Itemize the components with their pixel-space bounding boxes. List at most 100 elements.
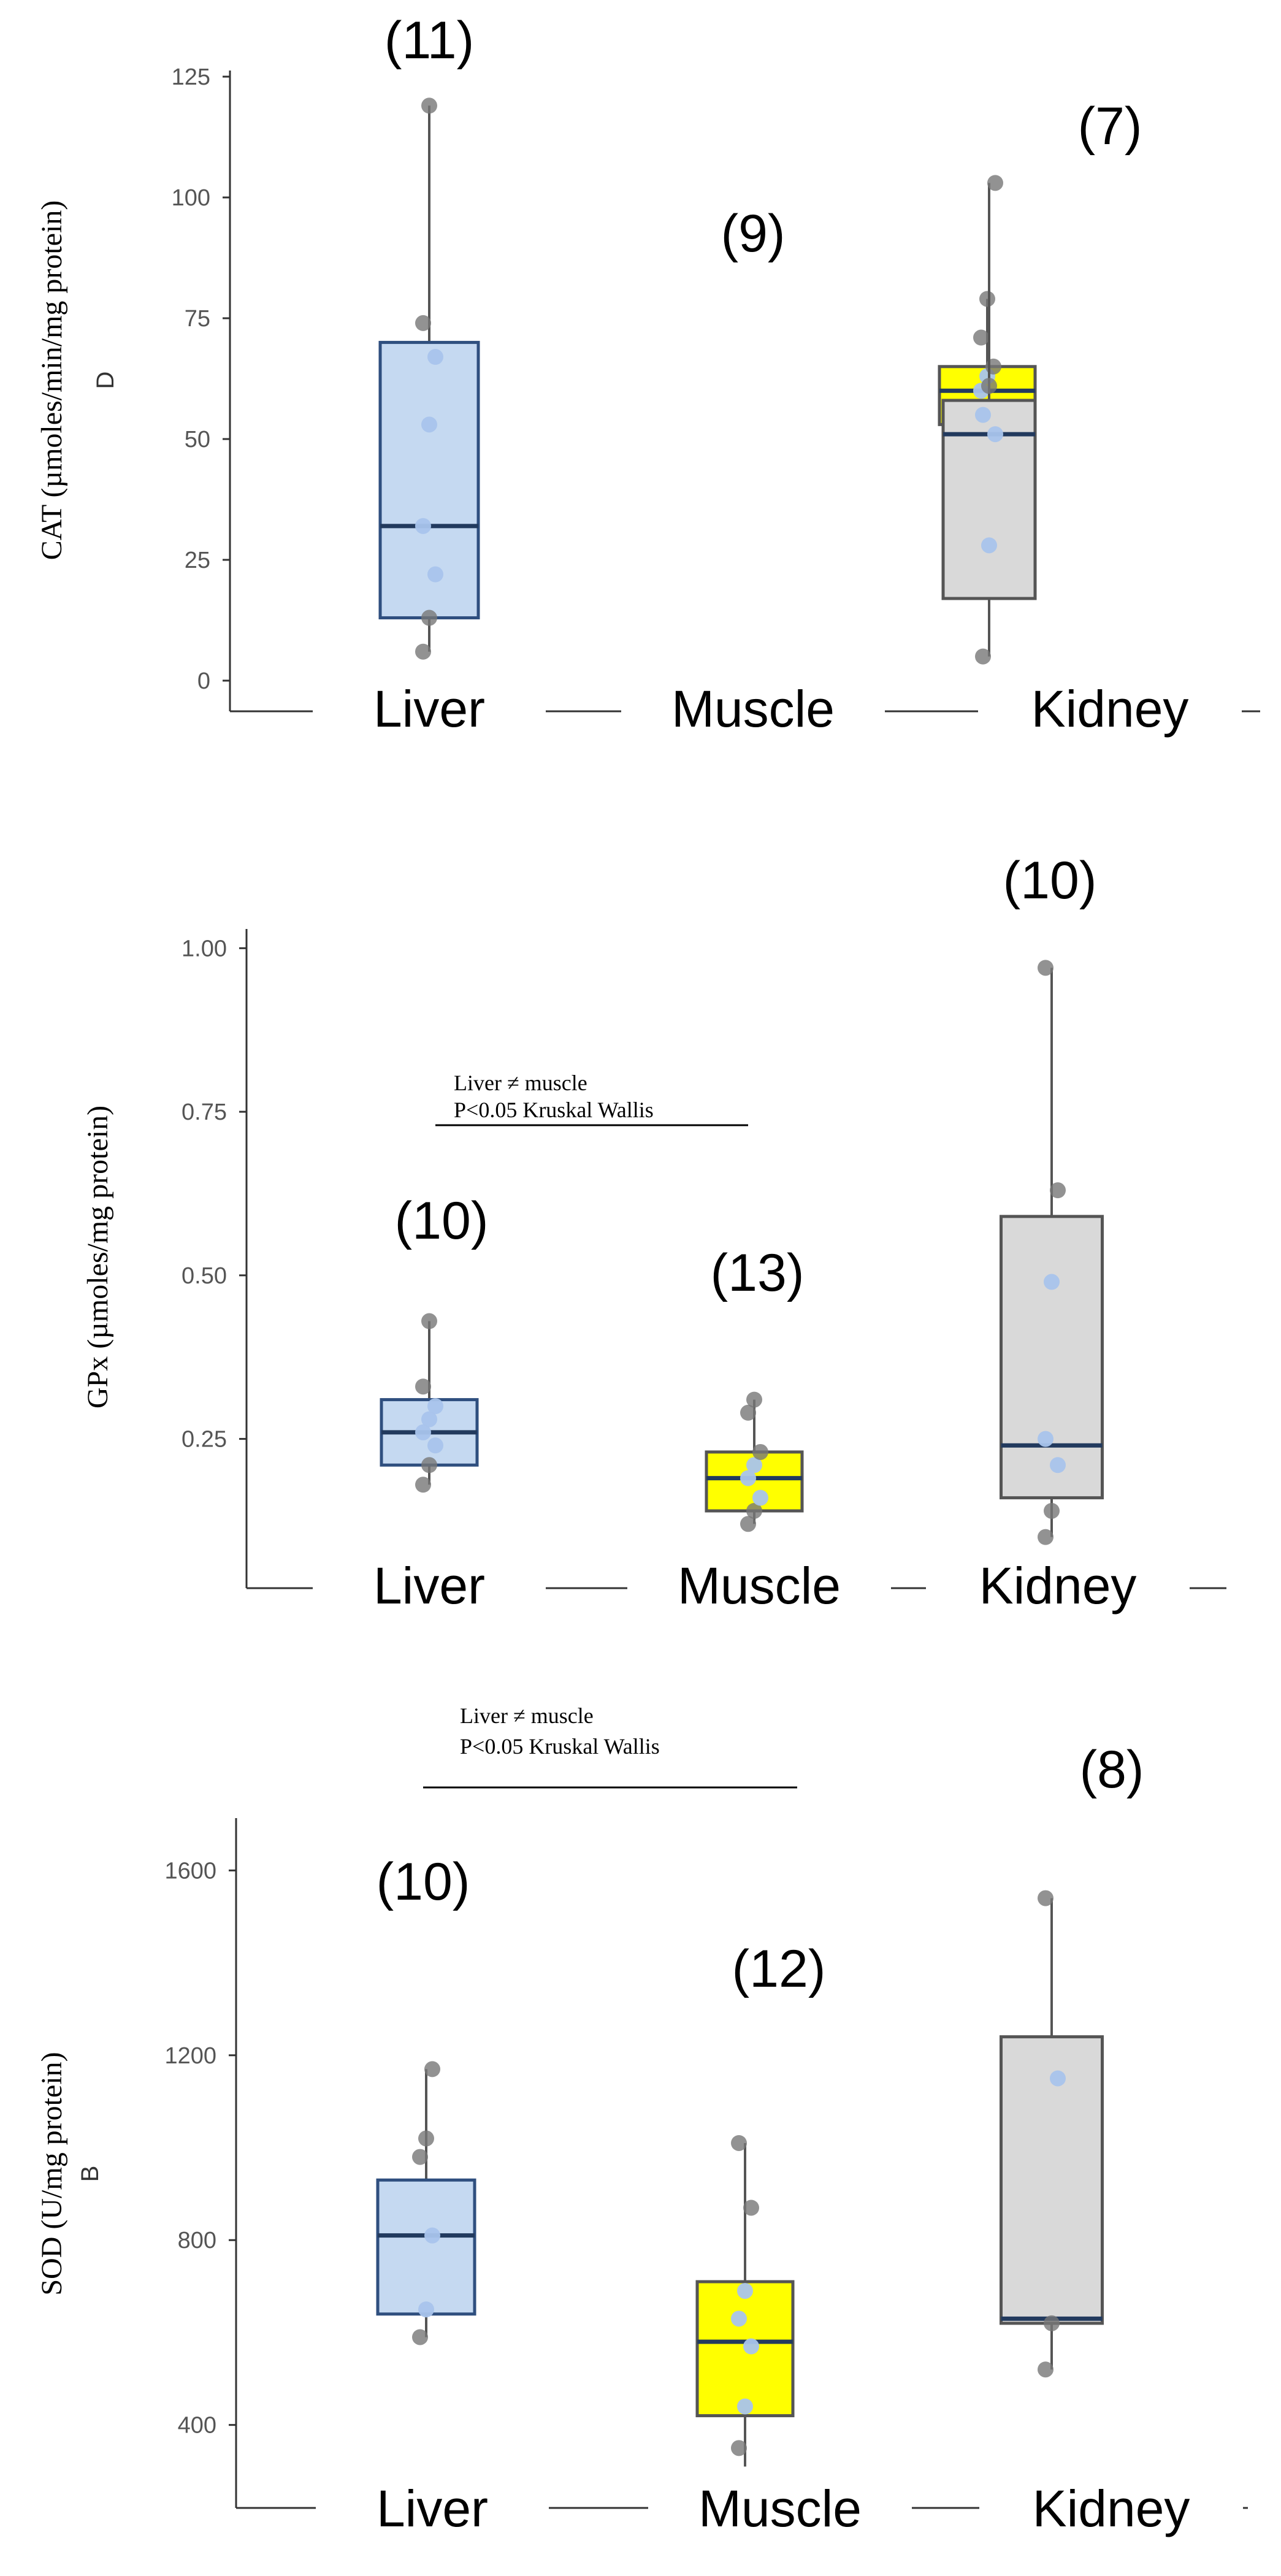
data-point (737, 2283, 753, 2299)
data-point (421, 610, 437, 626)
data-point (1050, 2070, 1066, 2087)
n-count-label: (10) (377, 1852, 470, 1911)
data-point (418, 2301, 434, 2318)
data-point (740, 1404, 756, 1421)
box-iqr (1000, 1215, 1104, 1500)
data-point (746, 1457, 762, 1473)
data-point (421, 416, 437, 433)
data-point (746, 1502, 762, 1519)
data-point (1038, 960, 1053, 976)
data-point (418, 2130, 434, 2147)
y-axis-subtitle: B (77, 2166, 104, 2182)
data-point (981, 537, 997, 554)
box-iqr (1000, 2035, 1104, 2325)
data-point (427, 349, 443, 365)
data-point (421, 1411, 437, 1428)
data-point (1038, 1890, 1053, 1906)
data-point (1044, 1502, 1060, 1519)
x-category-label: Liver (377, 2480, 488, 2537)
data-point (743, 2338, 759, 2355)
data-point (415, 315, 431, 331)
data-point (421, 1457, 437, 1473)
data-point (731, 2135, 747, 2151)
x-category-label: Liver (373, 1557, 485, 1615)
box-iqr (376, 2178, 476, 2316)
data-point (740, 1470, 756, 1486)
data-point (412, 2329, 428, 2345)
annotation-line-2: P<0.05 Kruskal Wallis (454, 1098, 654, 1122)
y-tick-label: 0.25 (182, 1427, 227, 1453)
data-point (740, 1516, 756, 1532)
data-point (427, 566, 443, 583)
data-point (985, 358, 1001, 375)
data-point (731, 2310, 747, 2327)
data-point (975, 407, 991, 423)
data-point (1038, 2361, 1053, 2378)
n-count-label: (10) (395, 1191, 489, 1250)
y-tick-label: 25 (185, 548, 210, 573)
y-tick-label: 0.50 (182, 1263, 227, 1289)
y-tick-label: 1600 (164, 1858, 216, 1884)
data-point (415, 1477, 431, 1493)
n-count-label: (12) (732, 1940, 826, 1998)
data-point (1038, 1529, 1053, 1545)
data-point (1038, 1431, 1053, 1447)
y-tick-label: 125 (172, 64, 210, 90)
y-tick-label: 800 (178, 2228, 216, 2253)
n-count-label: (13) (711, 1244, 805, 1302)
n-count-label: (11) (384, 11, 475, 70)
data-point (415, 518, 431, 534)
x-category-label: Muscle (678, 1557, 841, 1615)
data-point (987, 426, 1003, 443)
data-point (973, 329, 989, 346)
data-point (427, 1437, 443, 1454)
y-tick-label: 400 (178, 2413, 216, 2439)
data-point (1050, 1457, 1066, 1473)
data-point (987, 175, 1003, 191)
data-point (415, 643, 431, 660)
data-point (415, 1378, 431, 1395)
data-point (1044, 2315, 1060, 2331)
x-category-label: Liver (373, 680, 485, 738)
data-point (424, 2061, 440, 2077)
data-point (1050, 1182, 1066, 1199)
x-category-label: Muscle (698, 2480, 862, 2537)
y-tick-label: 1200 (164, 2043, 216, 2069)
x-category-label: Muscle (671, 680, 835, 738)
data-point (746, 1391, 762, 1408)
data-point (752, 1443, 768, 1460)
n-count-label: (10) (1003, 851, 1097, 910)
annotation-line-1: Liver ≠ muscle (460, 1703, 594, 1728)
y-tick-label: 75 (185, 306, 210, 332)
data-point (743, 2200, 759, 2216)
x-category-label: Kidney (1031, 680, 1189, 738)
y-axis-title: CAT (µmoles/min/mg protein) (36, 201, 68, 560)
annotation-line-2: P<0.05 Kruskal Wallis (460, 1734, 660, 1759)
x-category-label: Kidney (1033, 2480, 1190, 2537)
data-point (981, 378, 997, 394)
data-point (975, 648, 991, 665)
y-axis-title: SOD (U/mg protein) (36, 2052, 68, 2295)
data-point (421, 97, 437, 114)
x-category-label: Kidney (979, 1557, 1137, 1615)
data-point (421, 1313, 437, 1329)
n-count-label: (9) (721, 204, 785, 263)
y-tick-label: 0 (197, 668, 210, 694)
n-count-label: (7) (1077, 97, 1142, 156)
y-axis-subtitle: D (92, 372, 119, 389)
y-axis-title: GPx (µmoles/mg protein) (82, 1106, 114, 1408)
annotation-line-1: Liver ≠ muscle (454, 1071, 587, 1095)
y-tick-label: 50 (185, 427, 210, 453)
data-point (424, 2227, 440, 2244)
data-point (412, 2149, 428, 2165)
y-tick-label: 0.75 (182, 1099, 227, 1125)
data-point (731, 2440, 747, 2456)
data-point (752, 1489, 768, 1506)
data-point (427, 1398, 443, 1415)
data-point (979, 291, 995, 307)
data-point (1044, 1274, 1060, 1290)
